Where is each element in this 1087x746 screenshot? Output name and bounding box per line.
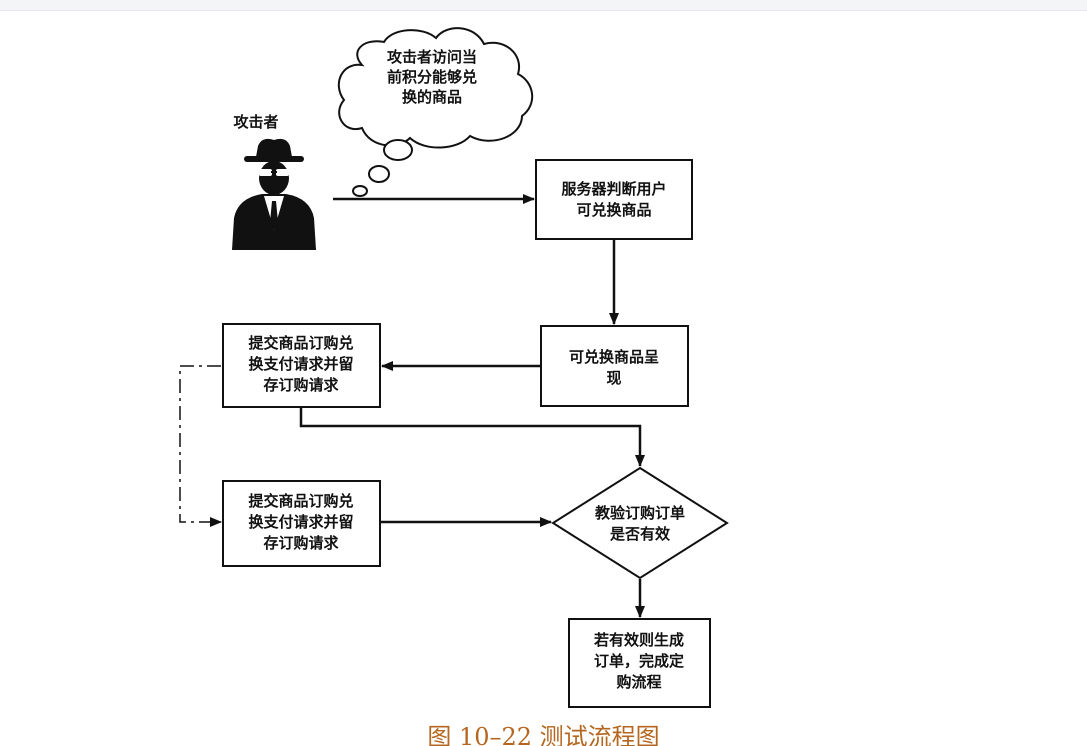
submit1-line-3: 存订购请求 — [263, 376, 339, 394]
submit-request-box-1: 提交商品订购兑 换支付请求并留 存订购请求 — [222, 323, 381, 408]
thought-line-1: 攻击者访问当 — [387, 48, 477, 66]
figure-caption: 图 10–22 测试流程图 — [427, 723, 660, 746]
server-check-box: 服务器判断用户 可兑换商品 — [535, 159, 693, 240]
server-check-line-1: 服务器判断用户 — [561, 180, 666, 198]
thought-bubble-icon — [337, 27, 533, 197]
result-box: 若有效则生成 订单，完成定 购流程 — [568, 618, 711, 708]
attacker-label: 攻击者 — [233, 113, 278, 131]
submit2-line-3: 存订购请求 — [263, 534, 339, 552]
arrow-submit1-to-verify — [299, 408, 645, 467]
result-line-3: 购流程 — [616, 673, 661, 691]
server-check-line-2: 可兑换商品 — [576, 201, 651, 219]
arrow-replay-dashed — [179, 365, 222, 527]
result-line-1: 若有效则生成 — [593, 631, 684, 649]
verify-diamond: 教验订购订单 是否有效 — [551, 466, 729, 580]
submit2-line-1: 提交商品订购兑 — [248, 492, 353, 510]
hacker-icon — [232, 138, 316, 250]
thought-line-3: 换的商品 — [402, 88, 462, 106]
top-bar — [0, 0, 1087, 11]
submit1-line-2: 换支付请求并留 — [248, 355, 353, 373]
submit-request-box-2: 提交商品订购兑 换支付请求并留 存订购请求 — [222, 480, 381, 567]
display-line-2: 现 — [606, 369, 621, 387]
display-line-1: 可兑换商品呈 — [569, 348, 659, 366]
submit2-line-2: 换支付请求并留 — [248, 513, 353, 531]
result-line-2: 订单，完成定 — [594, 652, 684, 670]
verify-line-1: 教验订购订单 — [594, 504, 685, 522]
submit1-line-1: 提交商品订购兑 — [248, 334, 353, 352]
thought-line-2: 前积分能够兑 — [387, 68, 477, 86]
verify-line-2: 是否有效 — [609, 525, 671, 543]
display-box: 可兑换商品呈 现 — [540, 325, 689, 407]
